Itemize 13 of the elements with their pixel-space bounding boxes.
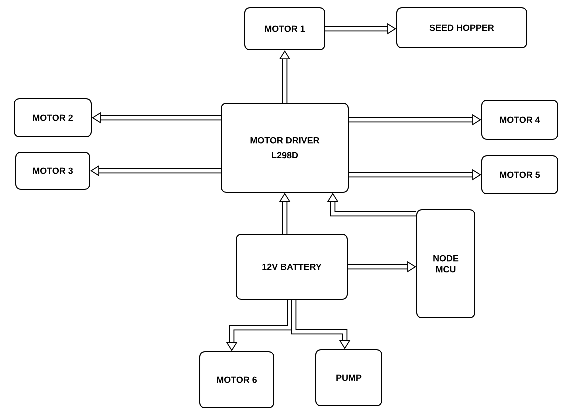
block-box: MOTOR DRIVER L298D [221,103,349,193]
arrow [327,193,416,217]
block-box: MOTOR 6 [200,352,274,408]
block-box: MOTOR 2 [14,98,92,138]
block-box: 12V BATTERY [236,234,348,300]
block-box: MOTOR 5 [482,156,558,194]
block-box: MOTOR 1 [244,8,326,50]
block-box: MOTOR 4 [482,100,558,140]
block-box: MOTOR 3 [16,152,90,190]
block-box: NODE MCU [416,210,476,318]
block-box: PUMP [316,350,382,406]
block-box: SEED HOPPER [396,8,528,48]
arrow [291,300,351,350]
